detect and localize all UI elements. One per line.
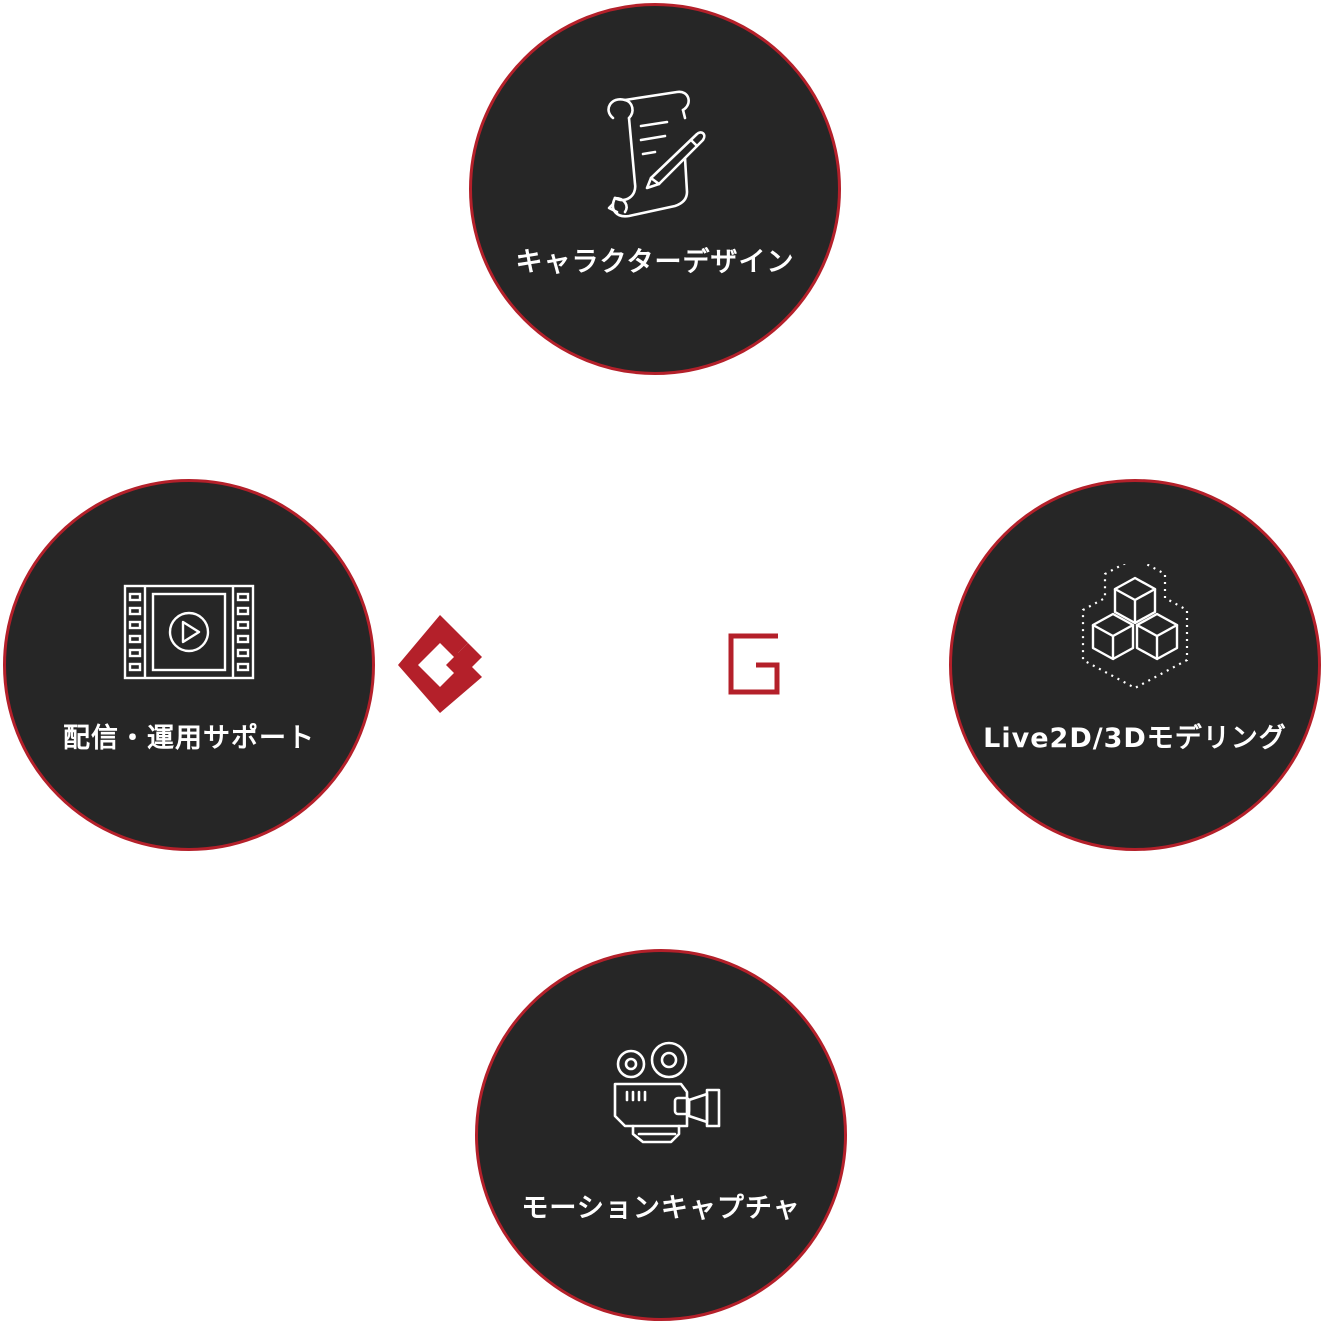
service-modeling: Live2D/3Dモデリング	[949, 479, 1321, 851]
service-label: Live2D/3Dモデリング	[983, 723, 1287, 754]
service-character-design: キャラクターデザイン	[469, 3, 841, 375]
service-streaming-support: 配信・運用サポート	[3, 479, 375, 851]
film-camera-icon	[613, 1041, 721, 1144]
video-film-icon	[123, 584, 255, 680]
service-label: モーションキャプチャ	[521, 1193, 801, 1224]
service-label: キャラクターデザイン	[515, 247, 795, 278]
service-label: 配信・運用サポート	[63, 723, 315, 754]
brand-diamond-g-icon	[398, 615, 482, 713]
service-motion-capture: モーションキャプチャ	[475, 949, 847, 1321]
brand-letter-g-icon	[728, 633, 780, 695]
scroll-pen-icon	[607, 90, 706, 218]
cubes-icon	[1081, 564, 1189, 690]
